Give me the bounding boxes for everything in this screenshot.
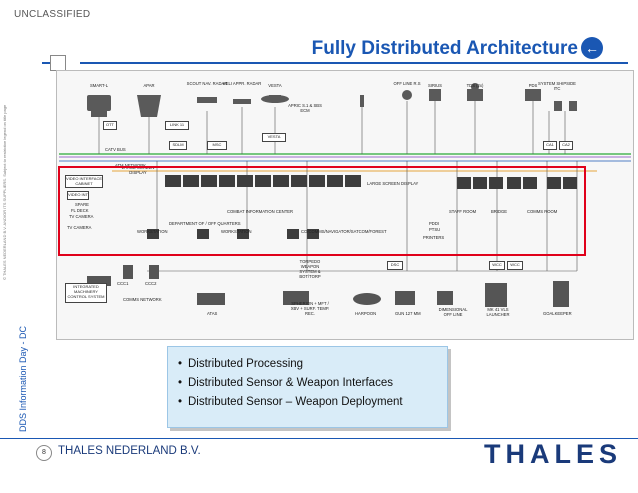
comms-label: CO/COMMS/NAVIGATOR/SATCOM/FOREST — [301, 229, 387, 234]
vesta-box: VESTA — [262, 133, 286, 142]
staff-room-label: STAFF ROOM — [449, 209, 477, 214]
pddi-label: PDDI — [429, 221, 440, 226]
fl-deck-label: FL DECK — [71, 208, 89, 213]
ott-box: OTT — [103, 121, 117, 130]
ccc2-label: CCC2 — [145, 281, 157, 286]
sdlm-box: SDLM — [169, 141, 187, 150]
msc-box: MSC — [207, 141, 227, 150]
corner-marker — [50, 55, 66, 71]
sensor-label: SIRIUS — [428, 83, 442, 88]
imcs-box: INTEGRATED MACHINERY CONTROL SYSTEM — [65, 283, 107, 303]
tv-camera-label: TV CAMERA — [67, 225, 92, 230]
back-button[interactable]: ← — [581, 37, 603, 59]
svg-text:THALES: THALES — [484, 439, 622, 468]
comms-room-label: COMMS ROOM — [527, 209, 558, 214]
bullet-item: •Distributed Sensor – Weapon Deployment — [178, 396, 403, 408]
goalkeeper-label: GOALKEEPER — [543, 311, 572, 316]
classification-label: UNCLASSIFIED — [14, 9, 91, 20]
page-number: 8 — [36, 445, 52, 461]
diagram-wiring — [59, 83, 631, 307]
company-name: THALES NEDERLAND B.V. — [58, 445, 201, 457]
workstation-label: WORKSTATION — [221, 229, 252, 234]
ca2-box: CA2 — [559, 141, 573, 150]
title-rule — [80, 62, 628, 64]
tv-camera-label: TV CAMERA — [69, 214, 94, 219]
footer-rule — [0, 438, 638, 439]
large-screen-label-2: LARGE SCREEN DISPLAY — [367, 181, 419, 186]
workstation-label: WORKSTATION — [137, 229, 168, 234]
harpoon-label: HARPOON — [355, 311, 377, 316]
vls-label: MK 41 VLS LAUNCHER — [486, 307, 510, 317]
gun-label: GUN 127 MM — [395, 311, 421, 316]
ccc1-label: CCC1 — [117, 281, 129, 286]
bridge-label: BRIDGE — [491, 209, 508, 214]
video-interface-cabinet: VIDEO INTERFACE CABINET — [65, 175, 103, 188]
sensor-label: APAR — [143, 83, 155, 88]
catv-bus-label: CATV BUS — [105, 147, 126, 152]
apric-label: APRIC S.1 & SBS ECM — [288, 103, 322, 113]
sensor-label: SYSTEM SHIPSIDE ITC — [538, 81, 576, 91]
printers-label: PRINTERS — [423, 235, 445, 240]
architecture-diagram: SMART-L APAR SCOUT NAV. RADAR HELI APPR.… — [56, 70, 634, 340]
cic-label: COMBAT INFORMATION CENTER — [227, 209, 294, 214]
sensor-label: PDS — [528, 83, 538, 88]
combat-system-highlight — [58, 166, 586, 256]
dimensional-label: DIMENSIONAL OFF LINE — [438, 307, 468, 317]
thales-logo: THALES — [482, 438, 630, 469]
atm-network-label: ATM NETWORK — [115, 163, 147, 168]
wcc-box: WCC — [507, 261, 523, 270]
torpedo-label: TORPEDO WEAPON SYSTEM & BOT/TORP — [299, 259, 321, 279]
ca1-box: CA1 — [543, 141, 557, 150]
sensor-label: SCOUT NAV. RADAR — [186, 81, 228, 86]
sensor-label: TDS (2x) — [466, 83, 484, 88]
spherion-label: SPHERION + MFT / XBV + SURF. TEMP. REC. — [290, 301, 330, 316]
dsc-box: DSC — [387, 261, 403, 270]
spare-label: SPARE — [75, 202, 89, 207]
sensor-label: OFF LINE R.S — [393, 81, 421, 86]
bullet-item: •Distributed Processing — [178, 358, 304, 370]
sensor-label: VESTA — [268, 83, 282, 88]
bullet-item: •Distributed Sensor & Weapon Interfaces — [178, 377, 393, 389]
ptsu-label: PTSU — [429, 227, 441, 232]
wcc-box: WCC — [489, 261, 505, 270]
sensor-label: SMART-L — [89, 83, 109, 88]
sensor-label: HELI APPR. RADAR — [222, 81, 262, 86]
comms-network-label: COMMS NETWORK — [123, 297, 162, 302]
event-label: DDS Information Day - DC — [18, 325, 28, 432]
copyright-notice: © THALES NEDERLAND B.V. AND/OR ITS SUPPL… — [2, 104, 7, 280]
link11-box: LINK 11 — [165, 121, 189, 130]
workstation-label: DEPARTMENT OF / OFF QUARTERS — [169, 221, 241, 226]
key-points-box: •Distributed Processing •Distributed Sen… — [167, 346, 448, 428]
video-int-box: VIDEO INT — [67, 191, 89, 200]
left-arrow-circle-icon: ← — [585, 40, 599, 56]
atas-label: ATAS — [207, 311, 218, 316]
page-title: Fully Distributed Architecture — [311, 38, 578, 59]
